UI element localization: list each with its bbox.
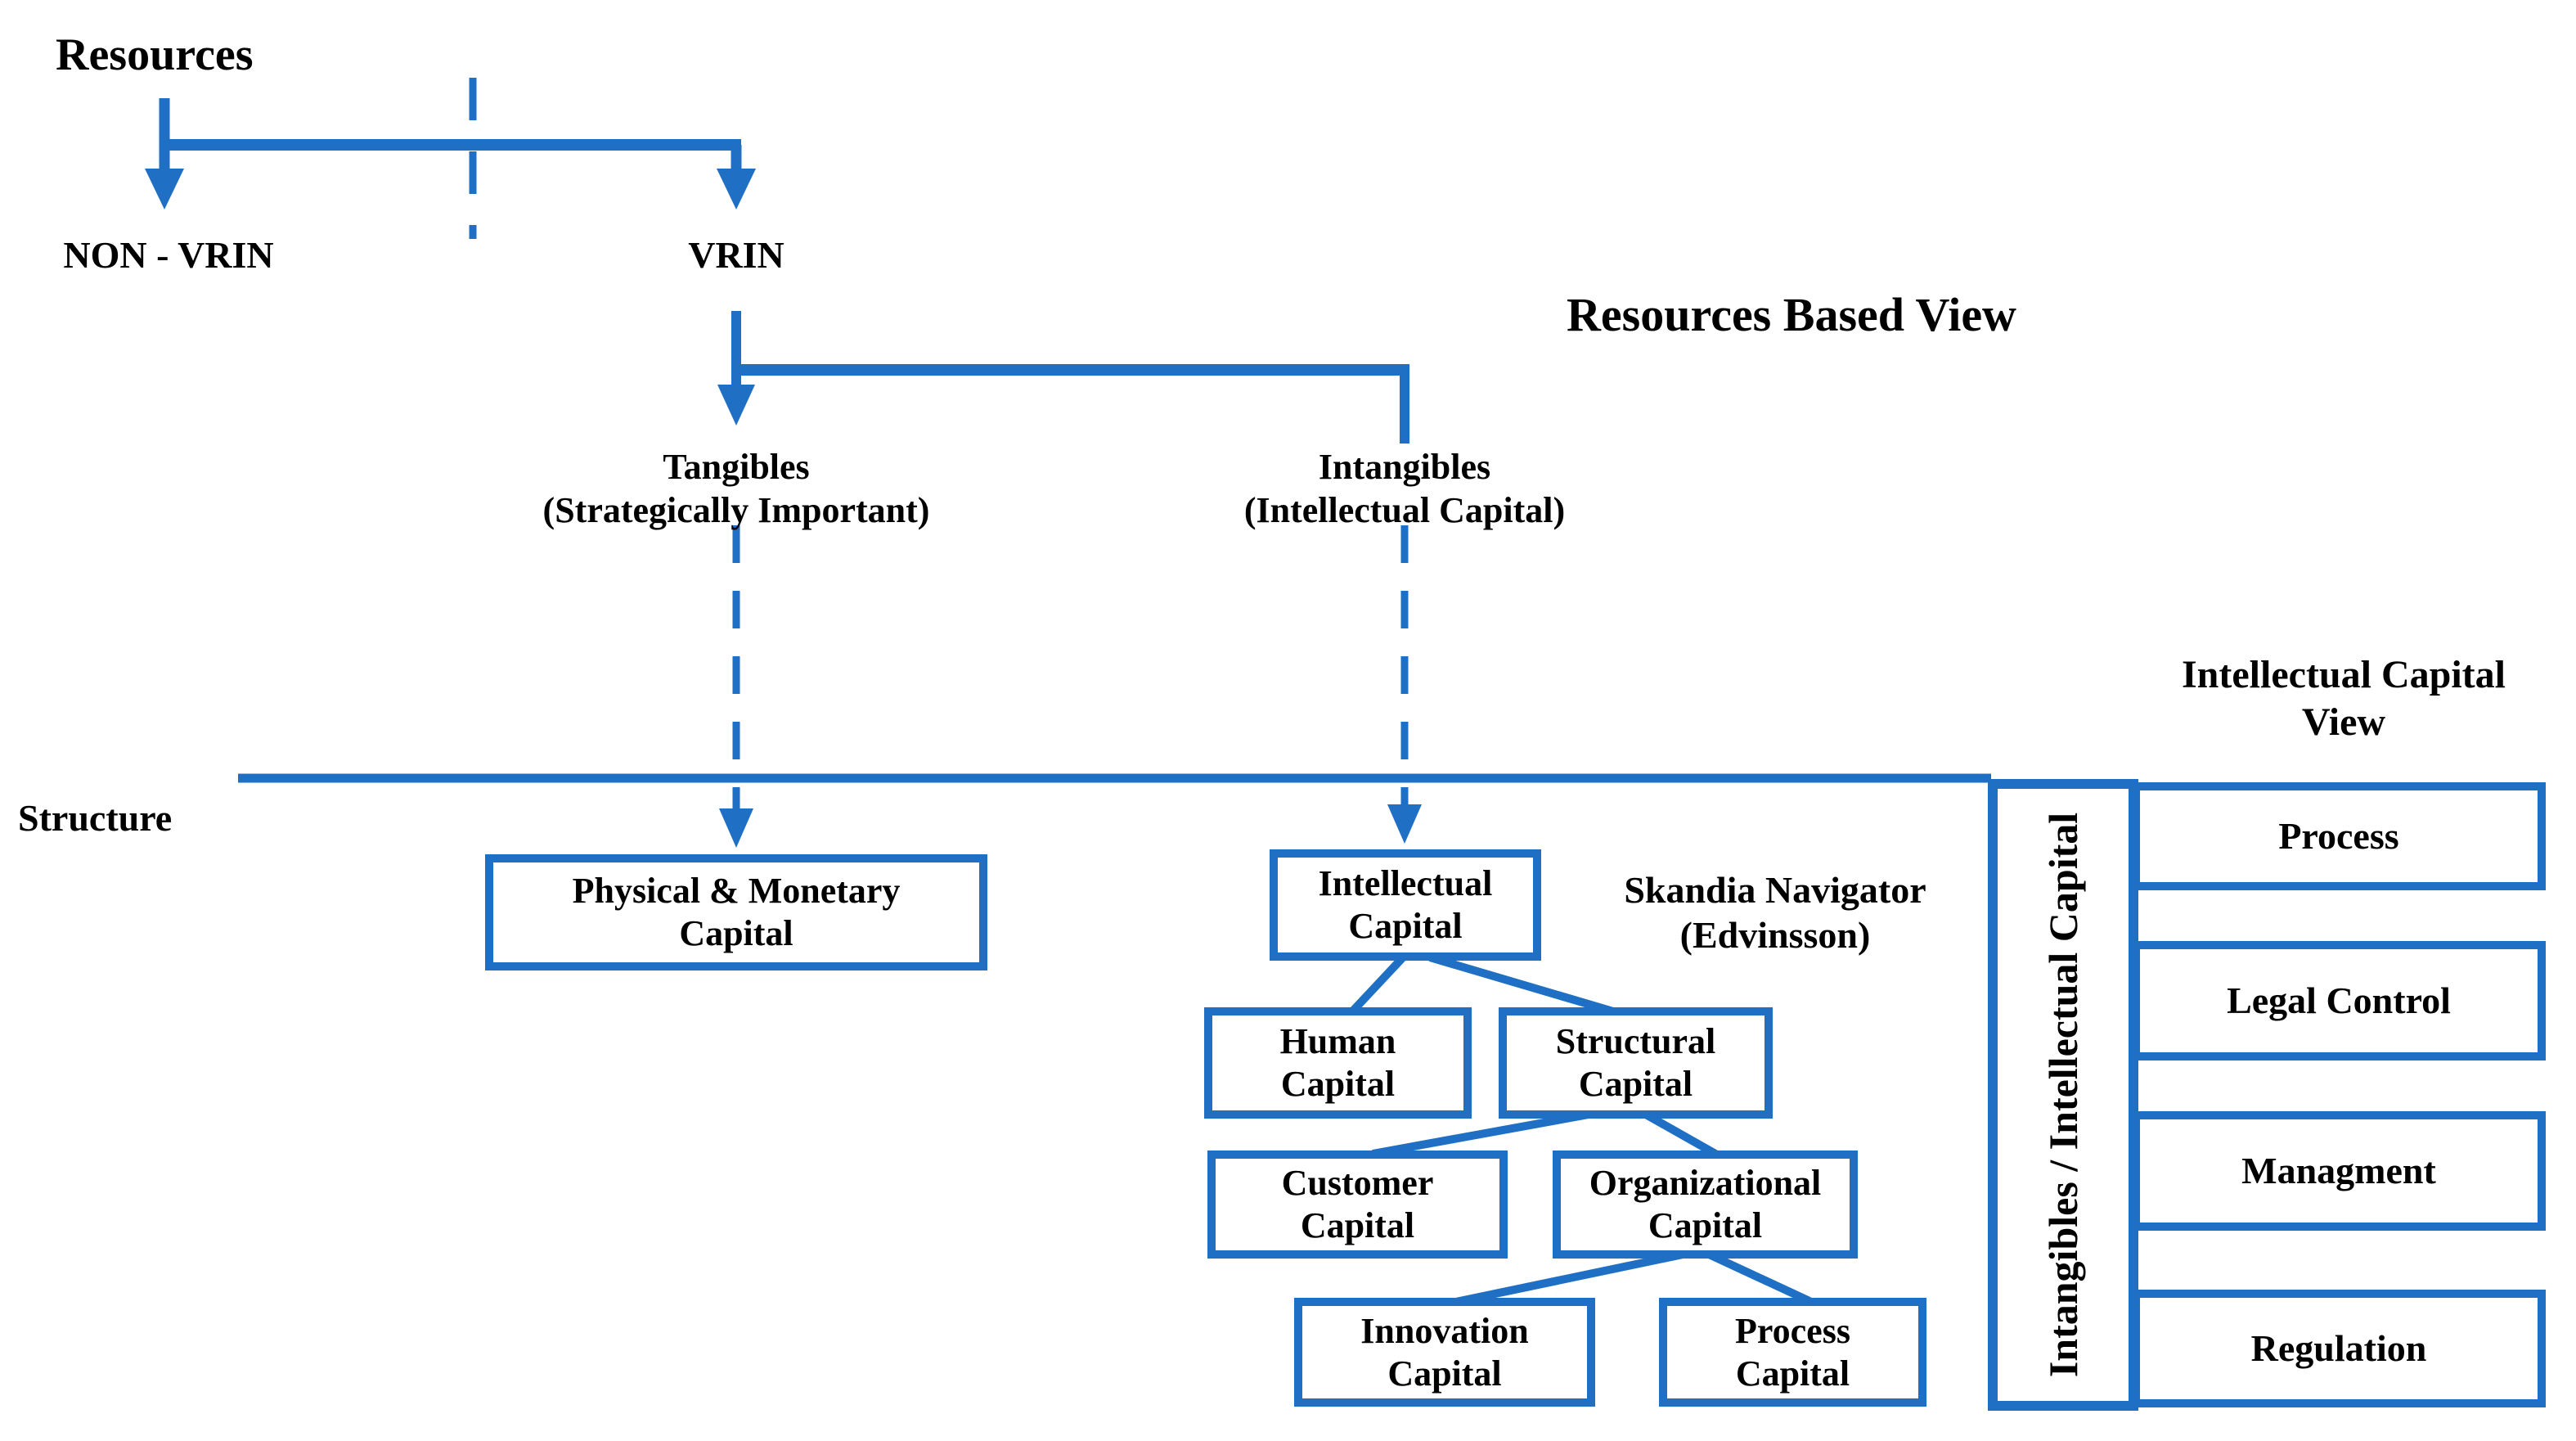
ic-view-process-box: Process: [2132, 782, 2546, 890]
skandia-navigator-label: Skandia Navigator (Edvinsson): [1595, 867, 1955, 957]
ic-view-heading-line2: View: [2301, 700, 2386, 744]
ic-view-process-label: Process: [2278, 814, 2399, 857]
resources-heading: Resources: [56, 29, 254, 80]
intangibles-dashed-arrow: [1387, 525, 1422, 844]
ic-view-heading-line1: Intellectual Capital: [2182, 653, 2506, 696]
ic-view-regulation-label: Regulation: [2250, 1326, 2427, 1369]
vertical-box-label: Intangibles / Intellectual Capital: [2040, 812, 2086, 1378]
human-box-line2: Capital: [1280, 1064, 1396, 1104]
resources-branch-connector: [145, 98, 756, 209]
structural-box-line1: Structural: [1555, 1021, 1716, 1062]
process-capital-box-line1: Process: [1735, 1310, 1850, 1351]
diagram-title: Resources Based View: [1567, 288, 2016, 341]
tangibles-label-line1: Tangibles: [663, 447, 810, 487]
structure-label: Structure: [18, 797, 173, 839]
process-capital-box-line2: Capital: [1735, 1353, 1850, 1394]
intellectual-capital-box: Intellectual Capital: [1270, 849, 1541, 961]
innovation-box-line1: Innovation: [1360, 1310, 1529, 1351]
ic-view-managment-label: Managment: [2241, 1149, 2436, 1191]
tangibles-label-line2: (Strategically Important): [542, 489, 930, 530]
tangibles-label: Tangibles (Strategically Important): [491, 446, 982, 533]
physical-monetary-capital-box: Physical & Monetary Capital: [485, 854, 987, 970]
vrin-label: VRIN: [688, 234, 784, 276]
process-capital-box: Process Capital: [1659, 1298, 1926, 1407]
intangibles-label-line1: Intangibles: [1318, 447, 1491, 487]
physical-box-line2: Capital: [679, 913, 793, 953]
innovation-box-line2: Capital: [1387, 1353, 1502, 1394]
organizational-box-line1: Organizational: [1589, 1163, 1822, 1204]
skandia-label-line2: (Edvinsson): [1679, 914, 1871, 957]
intellectual-box-line1: Intellectual: [1318, 863, 1493, 904]
non-vrin-label: NON - VRIN: [63, 234, 274, 276]
physical-box-line1: Physical & Monetary: [572, 871, 901, 912]
customer-capital-box: Customer Capital: [1207, 1151, 1508, 1259]
customer-box-line1: Customer: [1281, 1163, 1434, 1204]
ic-view-legal-control-label: Legal Control: [2227, 979, 2451, 1021]
intellectual-box-line2: Capital: [1348, 906, 1463, 946]
intangibles-label: Intangibles (Intellectual Capital): [1159, 446, 1650, 533]
vrin-branch-connector: [717, 311, 1409, 444]
tangibles-dashed-arrow: [719, 525, 753, 848]
human-capital-box: Human Capital: [1204, 1007, 1472, 1119]
organizational-box-line2: Capital: [1648, 1205, 1763, 1245]
organizational-capital-box: Organizational Capital: [1553, 1151, 1858, 1259]
ic-view-legal-control-box: Legal Control: [2132, 941, 2546, 1060]
structural-capital-box: Structural Capital: [1499, 1007, 1773, 1119]
innovation-capital-box: Innovation Capital: [1294, 1298, 1595, 1407]
ic-view-managment-box: Managment: [2132, 1111, 2546, 1231]
skandia-tree-connectors: [1351, 953, 1812, 1307]
intangibles-intellectual-capital-vertical-box: Intangibles / Intellectual Capital: [1988, 779, 2138, 1411]
skandia-label-line1: Skandia Navigator: [1624, 869, 1926, 911]
intellectual-capital-view-heading: Intellectual Capital View: [2094, 651, 2576, 745]
structural-box-line2: Capital: [1578, 1064, 1693, 1104]
human-box-line1: Human: [1279, 1021, 1396, 1062]
customer-box-line2: Capital: [1300, 1205, 1415, 1245]
intangibles-label-line2: (Intellectual Capital): [1243, 489, 1566, 530]
ic-view-regulation-box: Regulation: [2132, 1290, 2546, 1407]
